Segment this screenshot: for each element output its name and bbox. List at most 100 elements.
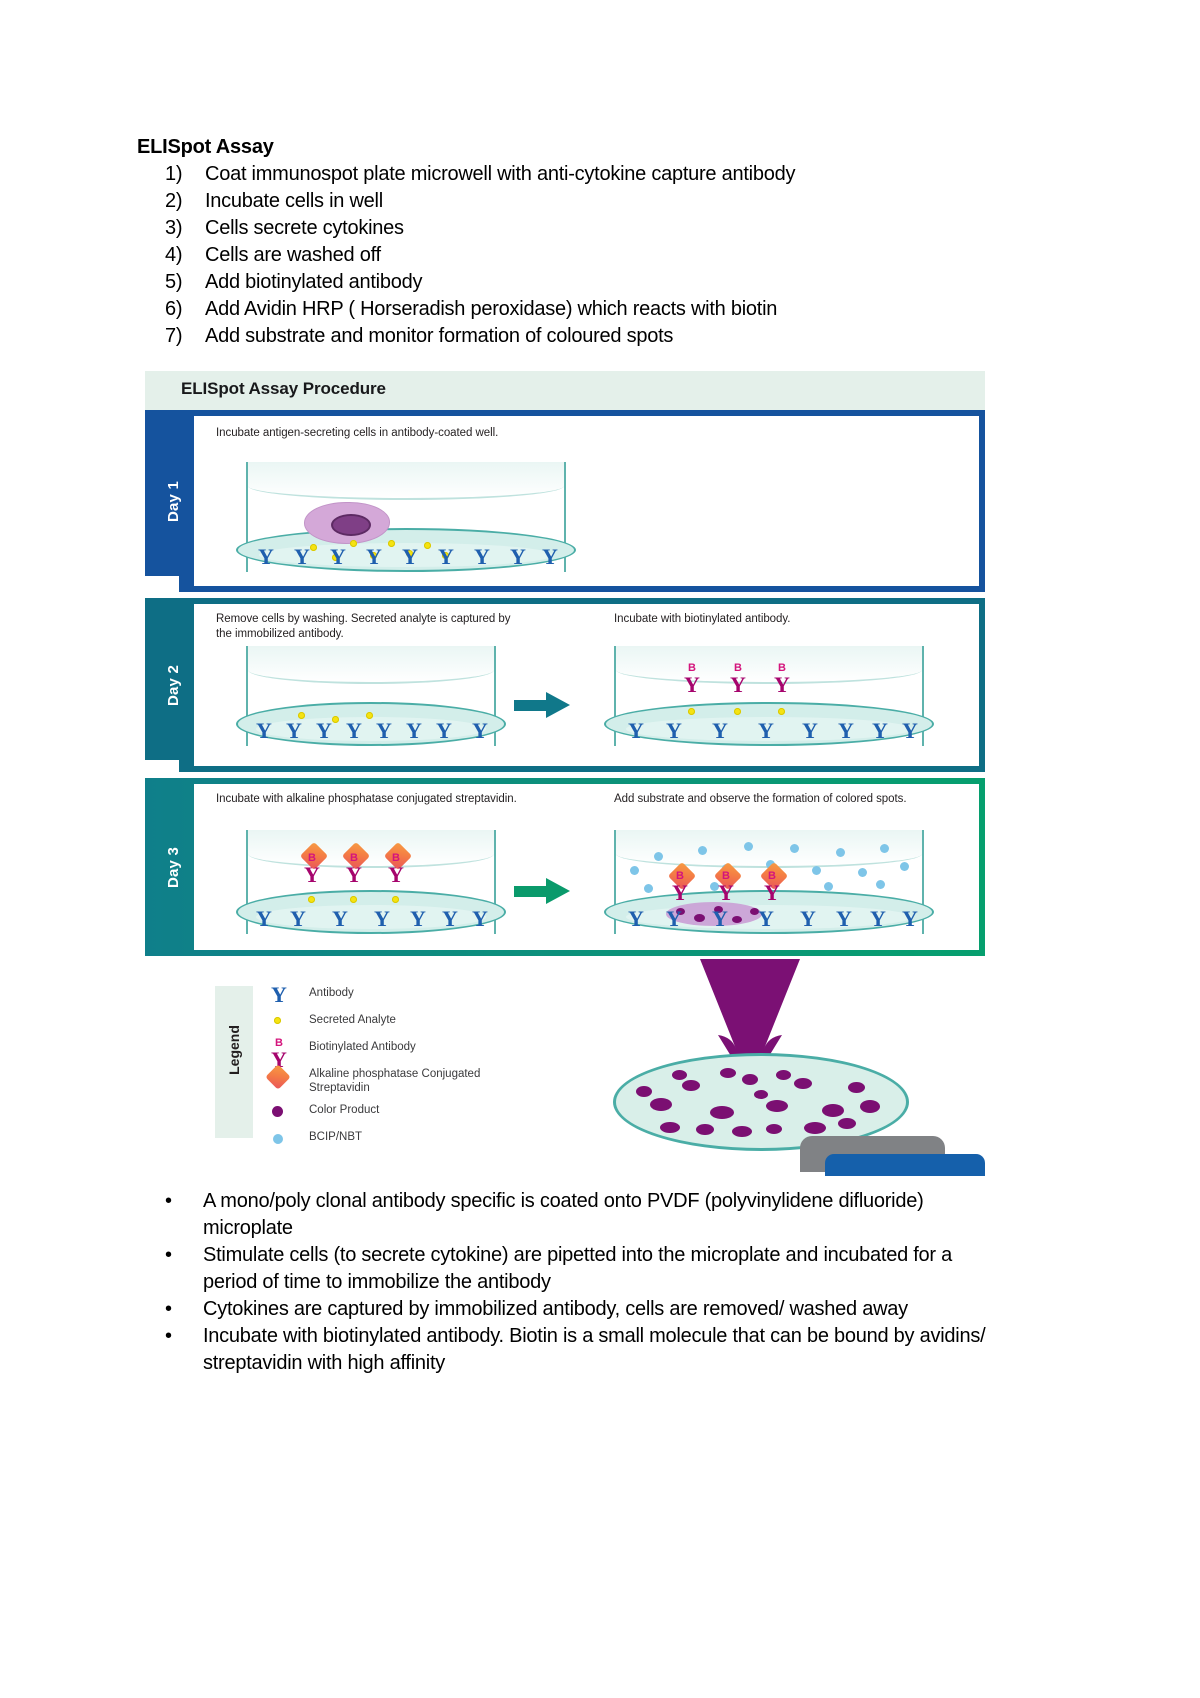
well-dish-sheen <box>626 717 912 741</box>
well-day1: Y Y Y Y Y Y Y Y Y <box>236 462 576 572</box>
numbered-step-list: 1) Coat immunospot plate microwell with … <box>165 163 995 352</box>
list-item-text: Incubate with biotinylated antibody. Bio… <box>203 1325 986 1374</box>
well-dish-sheen <box>256 905 486 929</box>
list-item-text: Cells secrete cytokines <box>205 217 404 239</box>
well-wall-left <box>614 830 616 934</box>
list-item-number: 6) <box>165 298 183 320</box>
color-product-dot <box>714 906 723 913</box>
legend-label: Legend <box>226 1025 242 1075</box>
day-3-caption-left: Incubate with alkaline phosphatase conju… <box>216 793 517 805</box>
arrow-shaft <box>514 886 550 897</box>
day-2-caption-right: Incubate with biotinylated antibody. <box>614 613 791 625</box>
bullet-list: • A mono/poly clonal antibody specific i… <box>165 1188 995 1377</box>
antibody-y-icon: Y <box>271 982 287 1007</box>
legend-label-box: Legend <box>215 986 253 1138</box>
bcip-nbt-dot-icon <box>265 1127 299 1151</box>
list-item: 6) Add Avidin HRP ( Horseradish peroxida… <box>165 298 995 325</box>
list-item-text: Cells are washed off <box>205 244 381 266</box>
legend-item-label: Alkaline phosphatase Conjugated Streptav… <box>309 1068 481 1095</box>
secreted-analyte-dot <box>332 716 339 723</box>
well-fluid <box>248 462 564 500</box>
antibody-row: Y Y Y Y Y Y Y Y Y <box>258 544 558 569</box>
list-item-number: 5) <box>165 271 183 293</box>
bullet-marker: • <box>165 1325 172 1347</box>
day-1-band: Day 1 Incubate antigen-secreting cells i… <box>145 410 985 592</box>
band-notch <box>145 576 179 592</box>
list-item-text: Stimulate cells (to secrete cytokine) ar… <box>203 1244 953 1293</box>
secreted-analyte-dot <box>332 554 339 561</box>
secreted-analyte-dot <box>298 712 305 719</box>
well-wall-left <box>246 462 248 572</box>
secreted-analyte-dot <box>778 708 785 715</box>
result-spot-plate <box>613 1053 909 1151</box>
legend-item-label: Color Product <box>309 1104 380 1116</box>
bullet-marker: • <box>165 1190 172 1212</box>
secreted-analyte-dot <box>424 542 431 549</box>
elispot-procedure-figure: ELISpot Assay Procedure Day 1 Incubate a… <box>145 371 985 1176</box>
well-wall-right <box>922 830 924 934</box>
day-3-label: Day 3 <box>165 846 183 888</box>
arrow-shaft <box>514 700 550 711</box>
secreted-analyte-dot <box>388 540 395 547</box>
list-item: 4) Cells are washed off <box>165 244 995 271</box>
well-wall-right <box>922 646 924 746</box>
color-product-dot <box>676 908 685 915</box>
decorative-blue-tab <box>825 1154 985 1176</box>
arrow-head <box>546 878 570 904</box>
color-product-dot <box>694 914 705 922</box>
secreted-analyte-dot <box>734 708 741 715</box>
legend-item-secreted-analyte: Secreted Analyte <box>265 1010 525 1037</box>
day-1-panel: Incubate antigen-secreting cells in anti… <box>194 416 979 586</box>
list-item: 3) Cells secrete cytokines <box>165 217 995 244</box>
day-1-label: Day 1 <box>165 480 183 522</box>
list-item-number: 4) <box>165 244 183 266</box>
secreted-analyte-dot <box>406 550 413 557</box>
well-wall-right <box>494 830 496 934</box>
day-2-caption-left: Remove cells by washing. Secreted analyt… <box>216 613 511 640</box>
band-notch <box>145 760 179 776</box>
bullet-marker: • <box>165 1244 172 1266</box>
well-fluid <box>616 646 922 684</box>
antigen-secreting-cell <box>304 502 390 544</box>
secreted-analyte-dot <box>308 896 315 903</box>
arrow-head <box>546 692 570 718</box>
well-fluid <box>248 646 494 684</box>
list-item-text: Incubate cells in well <box>205 190 383 212</box>
process-arrow-day2 <box>514 692 570 718</box>
figure-title: ELISpot Assay Procedure <box>181 379 386 398</box>
list-item-text: Cytokines are captured by immobilized an… <box>203 1298 908 1320</box>
antibody-row: Y Y Y Y Y Y Y <box>256 906 488 931</box>
legend-item-antibody: Y Antibody <box>265 983 525 1010</box>
day-2-label-wrap: Day 2 <box>154 598 194 772</box>
list-item-text: Coat immunospot plate microwell with ant… <box>205 163 796 185</box>
well-wall-right <box>564 462 566 572</box>
legend-item-label: BCIP/NBT <box>309 1131 363 1143</box>
color-product-dot <box>732 916 742 923</box>
secreted-analyte-dot <box>688 708 695 715</box>
day-3-caption-right: Add substrate and observe the formation … <box>614 793 907 805</box>
list-item: • Incubate with biotinylated antibody. B… <box>165 1323 995 1377</box>
list-item: 1) Coat immunospot plate microwell with … <box>165 163 995 190</box>
list-item-text: Add substrate and monitor formation of c… <box>205 325 674 347</box>
list-item: • Stimulate cells (to secrete cytokine) … <box>165 1242 995 1296</box>
list-item-text: A mono/poly clonal antibody specific is … <box>203 1190 924 1239</box>
list-item-number: 3) <box>165 217 183 239</box>
page-title: ELISpot Assay <box>137 136 274 158</box>
secreted-analyte-dot <box>366 712 373 719</box>
list-item: 7) Add substrate and monitor formation o… <box>165 325 995 352</box>
list-item: 5) Add biotinylated antibody <box>165 271 995 298</box>
list-item-number: 2) <box>165 190 183 212</box>
secreted-analyte-dot <box>370 552 377 559</box>
list-item-number: 1) <box>165 163 183 185</box>
day-2-band: Day 2 Remove cells by washing. Secreted … <box>145 598 985 772</box>
secreted-analyte-dot-icon <box>265 1010 299 1034</box>
